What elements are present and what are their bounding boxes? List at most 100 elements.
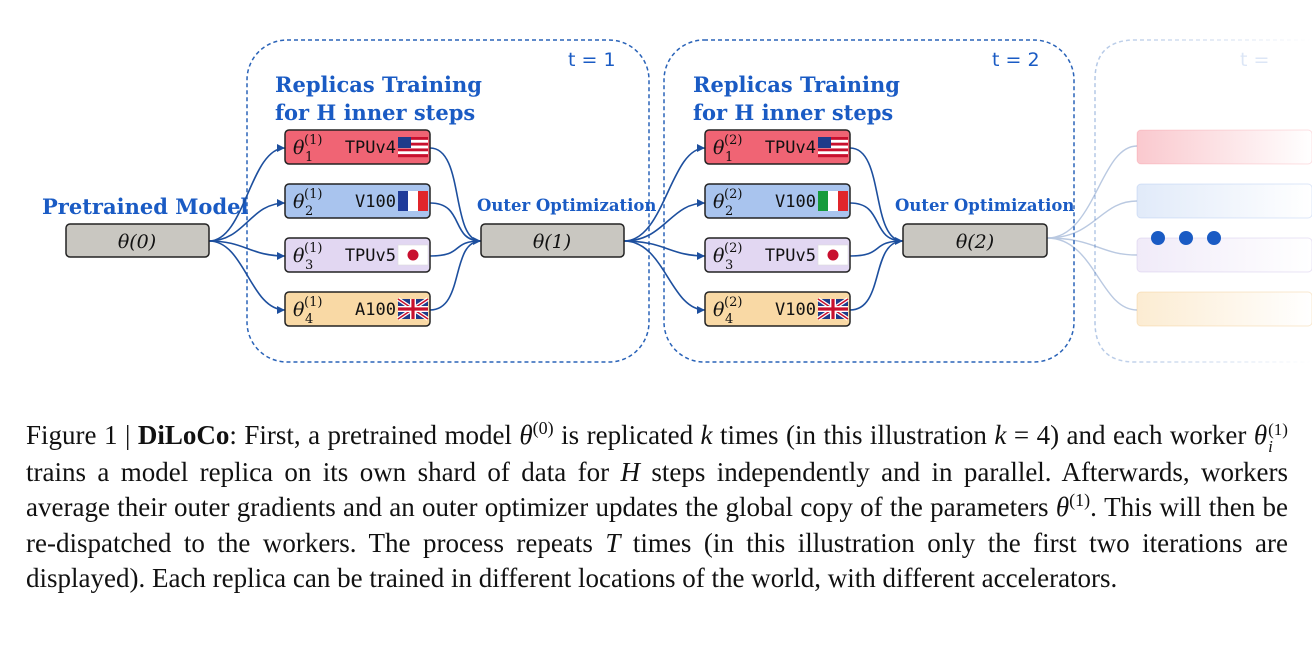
worker-box [704,237,851,273]
worker-box [284,291,431,327]
worker-box [704,183,851,219]
outer-opt-title-2: Outer Optimization [895,196,1074,215]
caption-text: times (in this illustration only the fir… [26,527,1288,594]
faded-box [1136,291,1312,327]
france-flag-icon [398,191,428,211]
worker-device: V100 [355,192,396,212]
worker-sup: (1) [304,295,322,310]
replicas-title-1a: Replicas Training [275,72,482,97]
caption-text: times (in this illustration [712,420,995,450]
stage-2-workers [704,129,851,327]
worker-theta: θ [713,137,725,159]
outer-model-box-2 [902,223,1048,258]
worker-theta: θ [713,245,725,267]
worker-label: θ(1) 1 TPUv4 [293,133,428,165]
worker-sub: 1 [305,150,313,165]
caption-text: steps independently and in parallel. Aft… [26,456,1288,523]
caption-theta: θ [1055,492,1070,523]
worker-device: TPUv4 [765,138,816,158]
worker-device: TPUv5 [765,246,816,266]
figure-caption: Figure 1 | DiLoCo: First, a pretrained m… [26,418,1288,597]
caption-sub: i [1268,436,1273,456]
ellipsis-dots [1151,231,1221,245]
worker-sub: 2 [725,204,733,219]
faded-box [1136,237,1312,273]
worker-theta: θ [293,137,305,159]
worker-sup: (1) [304,133,322,148]
caption-prefix: Figure 1 | [26,420,138,450]
caption-sup: (0) [532,418,554,438]
caption-text: = 4) and each worker [1006,420,1254,450]
replicas-title-2a: Replicas Training [693,72,900,97]
uk-flag-icon [816,297,850,321]
stage-1-workers [284,129,431,327]
caption-name: DiLoCo [137,420,230,450]
theta1-label: θ(1) [533,231,571,253]
worker-theta: θ [293,191,305,213]
worker-label: θ(1) 3 TPUv5 [293,241,429,273]
caption-subsup: (1)i [1268,421,1288,455]
worker-box [704,291,851,327]
pretrained-model-box [65,223,210,258]
worker-label: θ(1) 4 A100 [293,295,430,327]
outer-opt-title-1: Outer Optimization [477,196,656,215]
worker-box [284,183,431,219]
caption-t: T [605,527,621,558]
caption-h: H [620,456,641,487]
japan-flag-icon [397,244,429,266]
worker-sup: (1) [304,187,322,202]
worker-device: TPUv5 [345,246,396,266]
caption-theta: θ [519,420,533,450]
stage-2-label: t = 2 [992,49,1040,71]
worker-device: V100 [775,192,816,212]
worker-sub: 3 [305,258,313,273]
worker-sub: 4 [305,312,313,327]
faded-box [1136,183,1312,219]
uk-flag-icon [396,297,430,321]
theta2-label: θ(2) [956,231,994,253]
worker-sub: 3 [725,258,733,273]
worker-box [284,129,431,165]
stage-1-frame [246,39,650,363]
caption-sup: (1) [1268,419,1288,439]
us-flag-icon [818,137,848,158]
replicas-title-1b: for H inner steps [275,100,475,125]
worker-sup: (2) [724,133,742,148]
caption-sup: (1) [1069,490,1091,511]
worker-sup: (2) [724,187,742,202]
worker-theta: θ [293,299,305,321]
italy-flag-icon [818,191,848,211]
replicas-title-2b: for H inner steps [693,100,893,125]
worker-sup: (2) [724,295,742,310]
worker-device: TPUv4 [345,138,396,158]
arrowheads [277,144,903,314]
diloco-diagram: t = 1 t = 2 t = Replicas Training for H … [42,39,1312,363]
worker-device: V100 [775,300,816,320]
worker-device: A100 [355,300,396,320]
worker-label: θ(1) 2 V100 [293,187,428,219]
us-flag-icon [398,137,428,158]
stage-3-label: t = [1240,49,1269,71]
worker-sup: (1) [304,241,322,256]
caption-text: trains a model replica on its own shard … [26,456,621,487]
worker-theta: θ [713,191,725,213]
pretrained-title: Pretrained Model [42,194,248,219]
worker-box [284,237,431,273]
worker-theta: θ [293,245,305,267]
worker-sub: 2 [305,204,313,219]
caption-text: . This will then be re-dispatched to the… [26,492,1288,558]
worker-label: θ(2) 2 V100 [713,187,848,219]
worker-box [704,129,851,165]
caption-k: k [994,420,1007,450]
outer-model-box-1 [480,223,625,258]
worker-sub: 4 [725,312,733,327]
fading-connectors [1046,145,1138,311]
caption-text: : First, a pretrained model [229,420,520,450]
caption-theta: θ [1253,420,1268,450]
faded-box [1136,129,1312,165]
connectors [208,147,904,311]
stage-1-label: t = 1 [568,49,616,71]
